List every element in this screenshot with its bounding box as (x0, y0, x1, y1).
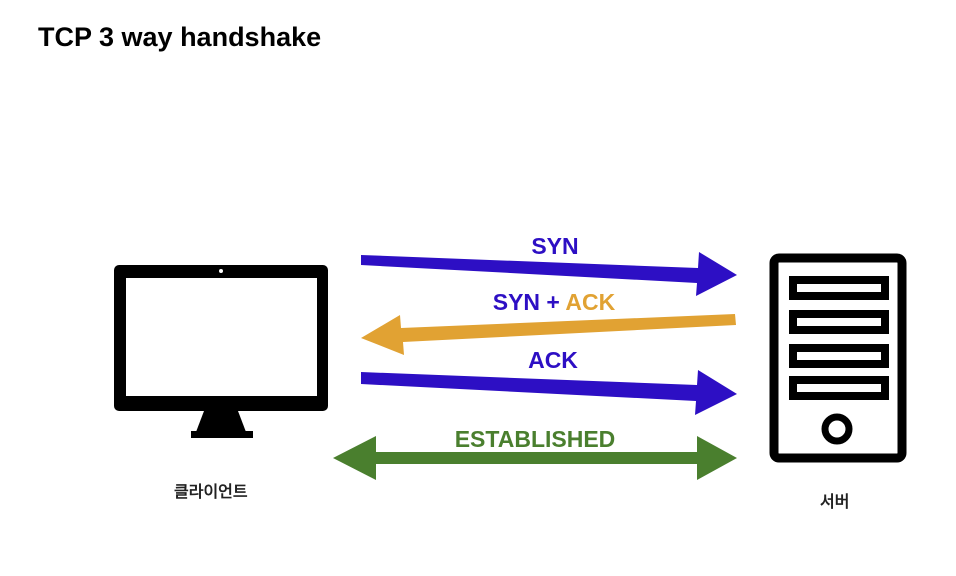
ack-arrow (361, 370, 737, 415)
page-title: TCP 3 way handshake (38, 22, 322, 52)
client-monitor-icon (114, 265, 328, 438)
message-3-part-0: ESTABLISHED (455, 426, 616, 452)
syn-arrow (361, 252, 737, 296)
message-1-part-1: ACK (565, 289, 615, 315)
server-label: 서버 (820, 492, 850, 511)
syn-label: SYN (531, 233, 578, 259)
message-2-part-0: ACK (528, 347, 578, 373)
message-0-part-0: SYN (531, 233, 578, 259)
ack-label: ACK (528, 347, 578, 373)
syn-ack-label: SYN + ACK (493, 289, 616, 315)
server-tower-icon (769, 253, 907, 463)
client-label: 클라이언트 (174, 482, 248, 501)
syn-ack-arrow (361, 314, 736, 355)
message-1-part-0: SYN + (493, 289, 566, 315)
established-label: ESTABLISHED (455, 426, 616, 452)
established-arrow (333, 436, 737, 480)
